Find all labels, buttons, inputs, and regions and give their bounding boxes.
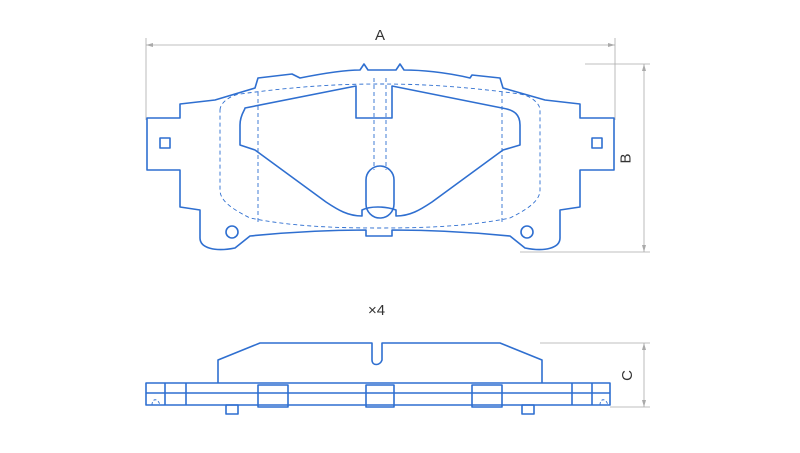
pad-top-view [146,63,615,251]
friction-material-outline [239,85,521,217]
side-clip-right [471,384,503,408]
center-slot [365,165,395,219]
side-hidden-arc-left [151,399,161,406]
dim-a-arrow-left [146,43,153,47]
side-hidden-arc-right [599,399,609,406]
dim-b-arrow-bottom [642,245,646,252]
hidden-lines [219,78,541,229]
dim-a-arrow-right [608,43,615,47]
mount-hole-left [225,225,239,239]
ear-marker-right [591,137,603,149]
dimension-a-label: A [375,27,386,44]
dimension-arrows [146,43,646,407]
ear-marker-left [159,137,171,149]
side-backing-plate [145,382,611,406]
side-clip-left [257,384,289,408]
side-tab-right [521,404,535,415]
hidden-outline [219,83,541,229]
side-tab-left [225,404,239,415]
dimension-lines [145,38,650,408]
backing-plate-outline [146,63,615,251]
side-hidden-lines [151,399,609,406]
dim-c-arrow-top [642,343,646,350]
mount-hole-right [520,225,534,239]
pad-side-view [145,342,611,415]
dim-c-arrow-bottom [642,400,646,407]
quantity-label: ×4 [368,302,386,319]
side-friction-profile [217,342,543,383]
dimension-b-label: B [617,153,635,164]
dimension-c-label: C [618,370,636,381]
side-clip-center [365,384,395,408]
dim-b-arrow-top [642,64,646,71]
